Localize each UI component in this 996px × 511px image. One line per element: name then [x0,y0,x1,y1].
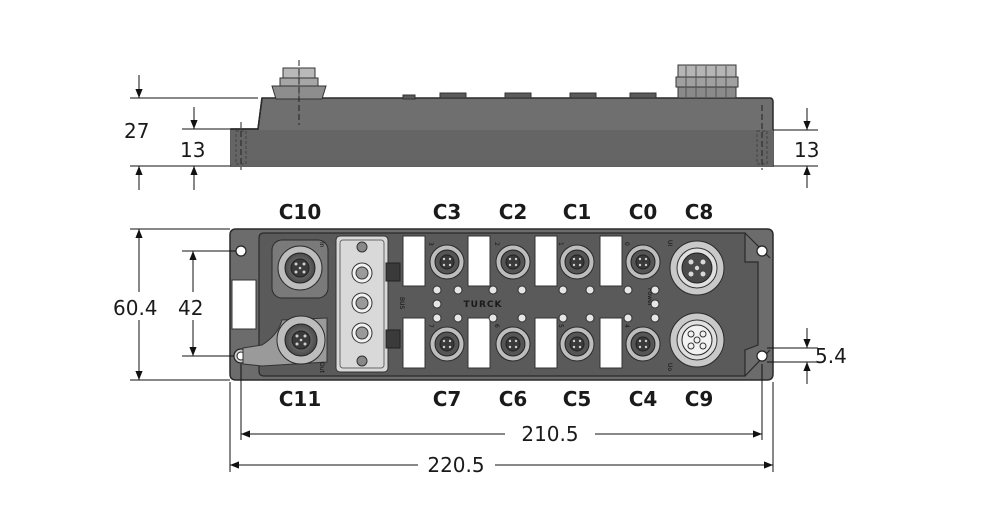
rotary-switch [351,262,373,344]
led-indicator [623,285,633,295]
bus-label: BUS [398,297,405,310]
side-connector-c8 [675,64,739,99]
port-label-in: In [318,242,325,248]
side-connector-bumps [402,92,657,100]
port-number: 3 [427,242,434,246]
label-c0: C0 [629,200,658,224]
dim-side-height-total: 27 [124,119,149,143]
label-window [467,317,491,369]
front-view: In Out BUS TURCK Power UI Uo 3 7 2 6 1 [229,228,774,381]
connector-labels-top: C10 C3 C2 C1 C0 C8 [279,200,714,224]
port-number: 2 [493,242,500,246]
dim-side-right-step: 13 [794,138,819,162]
led-indicator [453,313,463,323]
port-label-out: Out [318,362,325,374]
label-window [534,317,558,369]
m8-socket: 6 [493,324,531,362]
label-window [534,235,558,287]
dim-front-hole-offset: 5.4 [815,344,847,368]
led-indicator [558,285,568,295]
port-number: 6 [493,324,500,328]
led-indicator [558,313,568,323]
m8-socket: 5 [557,324,595,362]
led-indicator [650,313,660,323]
dim-front-total-length: 220.5 [427,453,484,477]
label-c8: C8 [685,200,714,224]
label-c1: C1 [563,200,592,224]
label-c2: C2 [499,200,528,224]
io-ports: 3 7 2 6 1 5 0 4 [402,235,661,369]
led-indicator [432,285,442,295]
power-label: Power [646,288,653,307]
led-indicator [585,285,595,295]
led-indicator [517,313,527,323]
label-c3: C3 [433,200,462,224]
label-c9: C9 [685,387,714,411]
label-window-left [231,279,257,330]
side-dimensions [130,75,818,190]
label-window [599,317,623,369]
brand-logo: TURCK [464,300,503,310]
m8-socket: 2 [493,242,531,280]
dim-front-hole-distance: 210.5 [521,422,578,446]
label-window [467,235,491,287]
led-indicator [517,285,527,295]
connector-labels-bottom: C11 C7 C6 C5 C4 C9 [279,387,714,411]
led-indicator [488,313,498,323]
m8-socket: 7 [427,324,465,362]
m8-socket: 1 [557,242,595,280]
led-indicator [432,313,442,323]
label-c6: C6 [499,387,528,411]
dim-side-left-step: 13 [180,138,205,162]
rotary-switch-panel [335,235,401,373]
port-label-ui: UI [666,240,673,246]
label-window [599,235,623,287]
connector-c9 [669,312,725,368]
port-label-uo: Uo [666,363,673,371]
port-number: 0 [623,242,630,246]
led-indicator [453,285,463,295]
port-number: 5 [557,324,564,328]
led-indicator [623,313,633,323]
label-c7: C7 [433,387,462,411]
port-number: 7 [427,324,434,328]
label-c5: C5 [563,387,592,411]
connector-c8 [669,240,725,296]
status-leds [432,285,660,323]
label-window [402,317,426,369]
port-number: 4 [623,324,630,328]
label-c4: C4 [629,387,658,411]
side-view [230,60,774,170]
label-c10: C10 [279,200,322,224]
led-indicator [650,299,660,309]
front-dimensions [130,228,818,472]
side-housing-step [231,97,263,130]
connector-c10 [271,239,329,299]
m8-socket: 3 [427,242,465,280]
led-indicator [432,299,442,309]
label-window [402,235,426,287]
connector-c11 [276,315,326,365]
label-c11: C11 [279,387,322,411]
side-housing-lower-band [231,130,773,166]
port-number: 1 [557,242,564,246]
led-indicator [650,285,660,295]
m8-socket: 4 [623,324,661,362]
dim-front-height-total: 60.4 [113,296,158,320]
led-indicator [488,285,498,295]
led-indicator [585,313,595,323]
dim-front-hole-spacing: 42 [178,296,203,320]
m8-socket: 0 [623,242,661,280]
